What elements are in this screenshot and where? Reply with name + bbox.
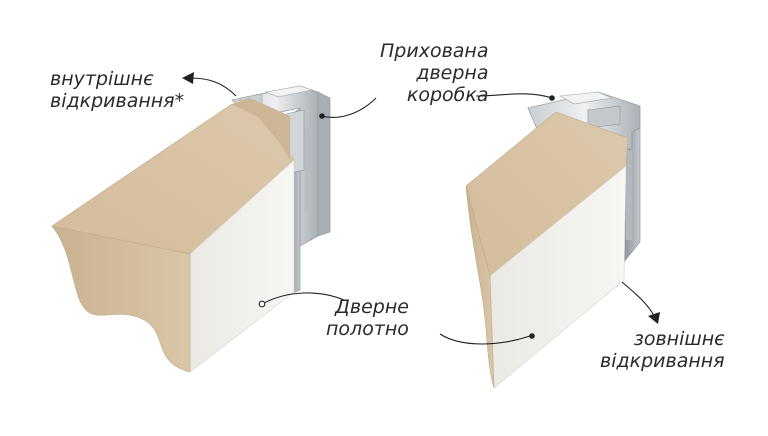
outward-opening-line-2: відкривання [600,350,725,372]
leaf-leader-right [439,333,531,345]
hidden-frame-line-1: Прихована [380,40,489,62]
inward-opening-line-1: внутрішнє [50,68,154,90]
hidden-frame-label: Прихована дверна коробка [380,40,488,106]
frame-leader-left-dot [319,113,325,119]
outward-opening-label: зовнішнє відкривання [600,328,725,372]
leader-lines [182,72,660,345]
frame-leader-right-dot [549,95,555,101]
right-door-leaf [465,111,629,389]
hidden-frame-line-3: коробка [406,84,489,106]
frame-leader-right [475,93,553,99]
inward-opening-line-2: відкривання* [50,90,185,112]
right-assembly [465,91,641,389]
inward-arrow-head [182,72,194,84]
hidden-frame-line-2: дверна [416,62,489,84]
outward-opening-arrow [621,281,655,317]
leaf-leader-left [261,292,345,305]
outward-arrow-head [648,312,660,324]
door-leaf-line-1: Дверне [335,296,409,318]
left-assembly [51,85,331,373]
door-leaf-line-2: полотно [326,318,409,340]
outward-opening-line-1: зовнішнє [633,328,725,350]
inward-opening-label: внутрішнє відкривання* [50,68,184,112]
inward-opening-arrow [189,77,237,97]
left-door-leaf [51,98,295,373]
leaf-leader-right-dot [529,333,535,339]
leaf-leader-left-dot [258,300,266,308]
frame-leader-left [321,97,377,118]
door-leaf-label: Дверне полотно [326,296,409,340]
